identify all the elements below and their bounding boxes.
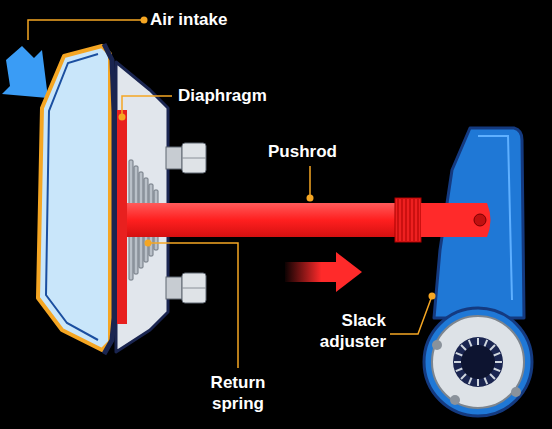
leader-line [390, 296, 432, 334]
air-arrow [2, 46, 48, 98]
leader-dot [429, 293, 436, 300]
slack-adjuster [494, 353, 500, 356]
slack-adjuster [456, 369, 462, 372]
slack-adjuster [432, 340, 442, 350]
slack-adjuster [511, 387, 521, 397]
slack-adjuster [454, 361, 461, 363]
pushrod [418, 199, 419, 241]
leader-dot [119, 114, 126, 121]
motion-arrow [285, 252, 362, 292]
motion-arrow [285, 262, 337, 282]
diaphragm [104, 44, 127, 354]
slack-adjuster [495, 361, 502, 363]
slack-adjuster [424, 128, 532, 416]
slack-adjuster [494, 369, 500, 372]
leader-dot [119, 17, 436, 300]
pushrod [127, 198, 491, 242]
slack-adjuster [477, 379, 479, 386]
slack-adjuster [432, 316, 524, 408]
pushrod [402, 199, 403, 241]
leader-line [28, 20, 432, 368]
slack-adjuster [461, 345, 466, 350]
slack-adjuster [456, 353, 462, 356]
pushrod [474, 214, 486, 226]
part-label: Slack adjuster [304, 310, 386, 352]
slack-adjuster [490, 374, 495, 379]
leader-line [309, 166, 311, 198]
leader-line [122, 96, 172, 117]
mounting-bolt [182, 273, 206, 303]
pushrod [398, 199, 418, 241]
mounting-bolt [182, 288, 206, 289]
motion-arrow [336, 252, 362, 292]
leader-line [28, 20, 144, 40]
diaphragm [104, 44, 114, 354]
pushrod [421, 203, 491, 237]
part-label: Return spring [196, 372, 280, 414]
slack-adjuster [469, 378, 472, 384]
pushrod [398, 199, 399, 241]
slack-adjuster [469, 340, 472, 346]
slack-adjuster [461, 345, 495, 379]
pushrod [406, 199, 407, 241]
part-label: Diaphragm [178, 85, 267, 106]
mounting-bolt [166, 147, 182, 169]
part-label: Air intake [150, 9, 227, 30]
slack-adjuster [490, 345, 495, 350]
pushrod [414, 199, 415, 241]
front-housing [38, 46, 110, 350]
slack-adjuster [454, 338, 502, 386]
slack-adjuster [424, 308, 532, 416]
leader-dot [145, 240, 152, 247]
pushrod [395, 198, 421, 242]
pushrod [410, 199, 411, 241]
slack-adjuster [485, 340, 488, 346]
slack-adjuster [461, 374, 466, 379]
air-arrow [2, 46, 48, 98]
part-label: Pushrod [268, 141, 337, 162]
leader-dot [307, 195, 314, 202]
mounting-bolt [182, 143, 206, 173]
front-housing [38, 46, 110, 350]
slack-adjuster [450, 395, 460, 405]
diaphragm [117, 110, 127, 324]
leader-line [148, 243, 238, 368]
leader-dot [141, 17, 148, 24]
slack-adjuster [485, 378, 488, 384]
slack-adjuster [453, 337, 503, 387]
mounting-bolt [182, 158, 206, 159]
mounting-bolt [166, 277, 182, 299]
slack-adjuster [477, 338, 479, 345]
front-housing [46, 54, 98, 340]
